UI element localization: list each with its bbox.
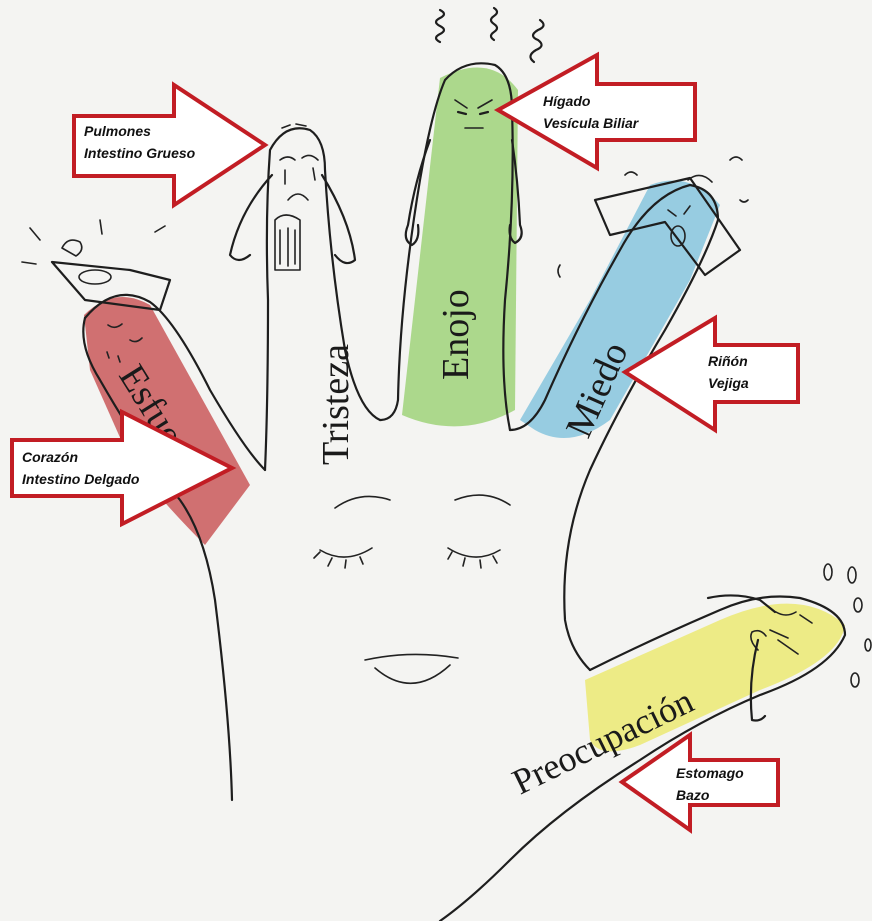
pulmones-line2: Intestino Grueso <box>84 145 196 161</box>
pulmones-line1: Pulmones <box>84 123 151 139</box>
palm-face <box>314 495 510 683</box>
arrow-pulmones: Pulmones Intestino Grueso <box>74 85 265 205</box>
higado-line2: Vesícula Biliar <box>543 115 640 131</box>
higado-line1: Hígado <box>543 93 591 109</box>
enojo-label: Enojo <box>435 289 477 380</box>
estomago-line1: Estomago <box>676 765 744 781</box>
tristeza-label: Tristeza <box>315 344 357 465</box>
rinon-line2: Vejiga <box>708 375 749 391</box>
arrow-higado: Hígado Vesícula Biliar <box>498 55 695 168</box>
arrow-estomago: Estomago Bazo <box>622 735 778 830</box>
corazon-line2: Intestino Delgado <box>22 471 140 487</box>
rinon-line1: Riñón <box>708 353 748 369</box>
corazon-line1: Corazón <box>22 449 78 465</box>
estomago-line2: Bazo <box>676 787 710 803</box>
